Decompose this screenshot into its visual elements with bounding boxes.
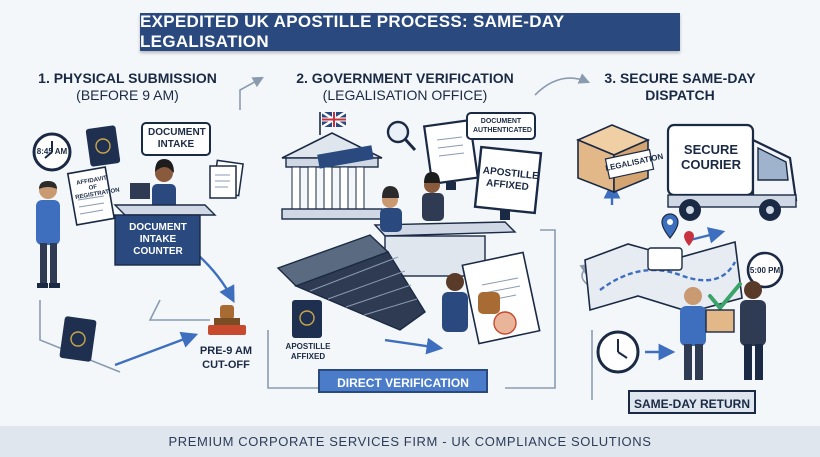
step-1-title: 1. PHYSICAL SUBMISSION: [38, 70, 217, 86]
counter-label: DOCUMENT INTAKE COUNTER: [129, 222, 187, 257]
intake-counter: [113, 204, 217, 266]
wall-clock-icon: [32, 132, 72, 172]
passport-caption-label: APOSTILLE AFFIXED: [285, 342, 331, 361]
flow-arrow-to-van: [689, 227, 726, 244]
officer-figure-1: [380, 186, 402, 232]
intake-clerk-figure: [152, 159, 176, 210]
affidavit-document-icon: [66, 166, 116, 226]
officer-figure-2: [422, 172, 444, 221]
step-3-subtitle: DISPATCH: [645, 87, 715, 103]
flow-arrow-left-loop: [148, 299, 210, 321]
cutoff-label: PRE-9 AM CUT-OFF: [199, 345, 253, 371]
flow-arrow-to-stamp: [114, 331, 199, 367]
document-stack-icon: [209, 159, 244, 199]
magnifier-icon: [386, 120, 417, 152]
government-building-icon: [281, 132, 383, 220]
doc-authenticated-bubble: DOCUMENT AUTHENTICATED: [466, 112, 536, 140]
location-pin-icon: [661, 213, 679, 239]
apostille-monitor-icon: [473, 145, 543, 220]
flow-arrow-2-to-3: [534, 73, 591, 96]
verification-monitor-icon: [422, 118, 480, 190]
step-1-heading: 1. PHYSICAL SUBMISSION (BEFORE 9 AM): [20, 70, 235, 104]
direct-verification-badge: DIRECT VERIFICATION: [318, 369, 488, 393]
route-map-icon: [584, 240, 743, 313]
step-2-heading: 2. GOVERNMENT VERIFICATION (LEGALISATION…: [285, 70, 525, 104]
conveyor-belt: [276, 234, 426, 331]
footer-bar: PREMIUM CORPORATE SERVICES FIRM - UK COM…: [0, 426, 820, 457]
footer-text: PREMIUM CORPORATE SERVICES FIRM - UK COM…: [168, 434, 652, 449]
parcel-box-icon: [575, 124, 655, 194]
rubber-stamp-icon: [208, 305, 246, 335]
courier-figure: [680, 287, 706, 380]
direct-verification-label: DIRECT VERIFICATION: [337, 376, 469, 390]
dispatch-clock-icon: [596, 330, 640, 374]
step-2-subtitle: (LEGALISATION OFFICE): [322, 87, 488, 103]
flow-arrow-step2-loop: [267, 330, 340, 389]
step-3-title: 3. SECURE SAME-DAY: [604, 70, 756, 86]
document-intake-bubble: DOCUMENT INTAKE: [141, 122, 211, 156]
uk-flag-icon: [319, 110, 347, 135]
certificate-document-icon: [461, 251, 541, 345]
passport-icon: [85, 125, 121, 167]
stamp-in-use-icon: [478, 292, 500, 314]
recipient-figure: [740, 281, 766, 380]
flow-arrow-step2-return: [505, 229, 556, 389]
evening-clock-icon: [746, 251, 784, 289]
same-day-return-badge: SAME-DAY RETURN: [628, 390, 756, 414]
clock-time-1-label: 8:45 AM: [36, 147, 68, 156]
clock-time-2-label: 5:00 PM: [749, 266, 781, 275]
flow-arrow-step1-down: [39, 300, 121, 373]
checkmark-icon: [708, 282, 742, 310]
flow-arrow-to-signing: [384, 337, 444, 355]
doc-authenticated-label: DOCUMENT AUTHENTICATED: [473, 118, 532, 134]
red-pin-icon: [684, 231, 694, 246]
handover-parcel-icon: [705, 309, 735, 333]
step-1-subtitle: (BEFORE 9 AM): [76, 87, 179, 103]
step-2-title: 2. GOVERNMENT VERIFICATION: [296, 70, 514, 86]
intake-monitor-icon: [130, 183, 150, 199]
flow-arrow-1-to-2: [239, 76, 264, 110]
courier-van-icon: [666, 123, 798, 221]
document-intake-label: DOCUMENT INTAKE: [148, 127, 206, 150]
flow-arrow-counter-to-stamp: [197, 254, 235, 303]
signing-officer-figure: [442, 273, 468, 332]
client-figure: [36, 181, 60, 288]
apostille-passport-icon: [292, 300, 322, 338]
same-day-return-label: SAME-DAY RETURN: [633, 397, 750, 411]
passport-small-icon: [59, 316, 97, 362]
secure-courier-label: SECURE COURIER: [681, 142, 741, 172]
step-3-heading: 3. SECURE SAME-DAY DISPATCH: [580, 70, 780, 104]
page-title: EXPEDITED UK APOSTILLE PROCESS: SAME-DAY…: [140, 12, 565, 51]
